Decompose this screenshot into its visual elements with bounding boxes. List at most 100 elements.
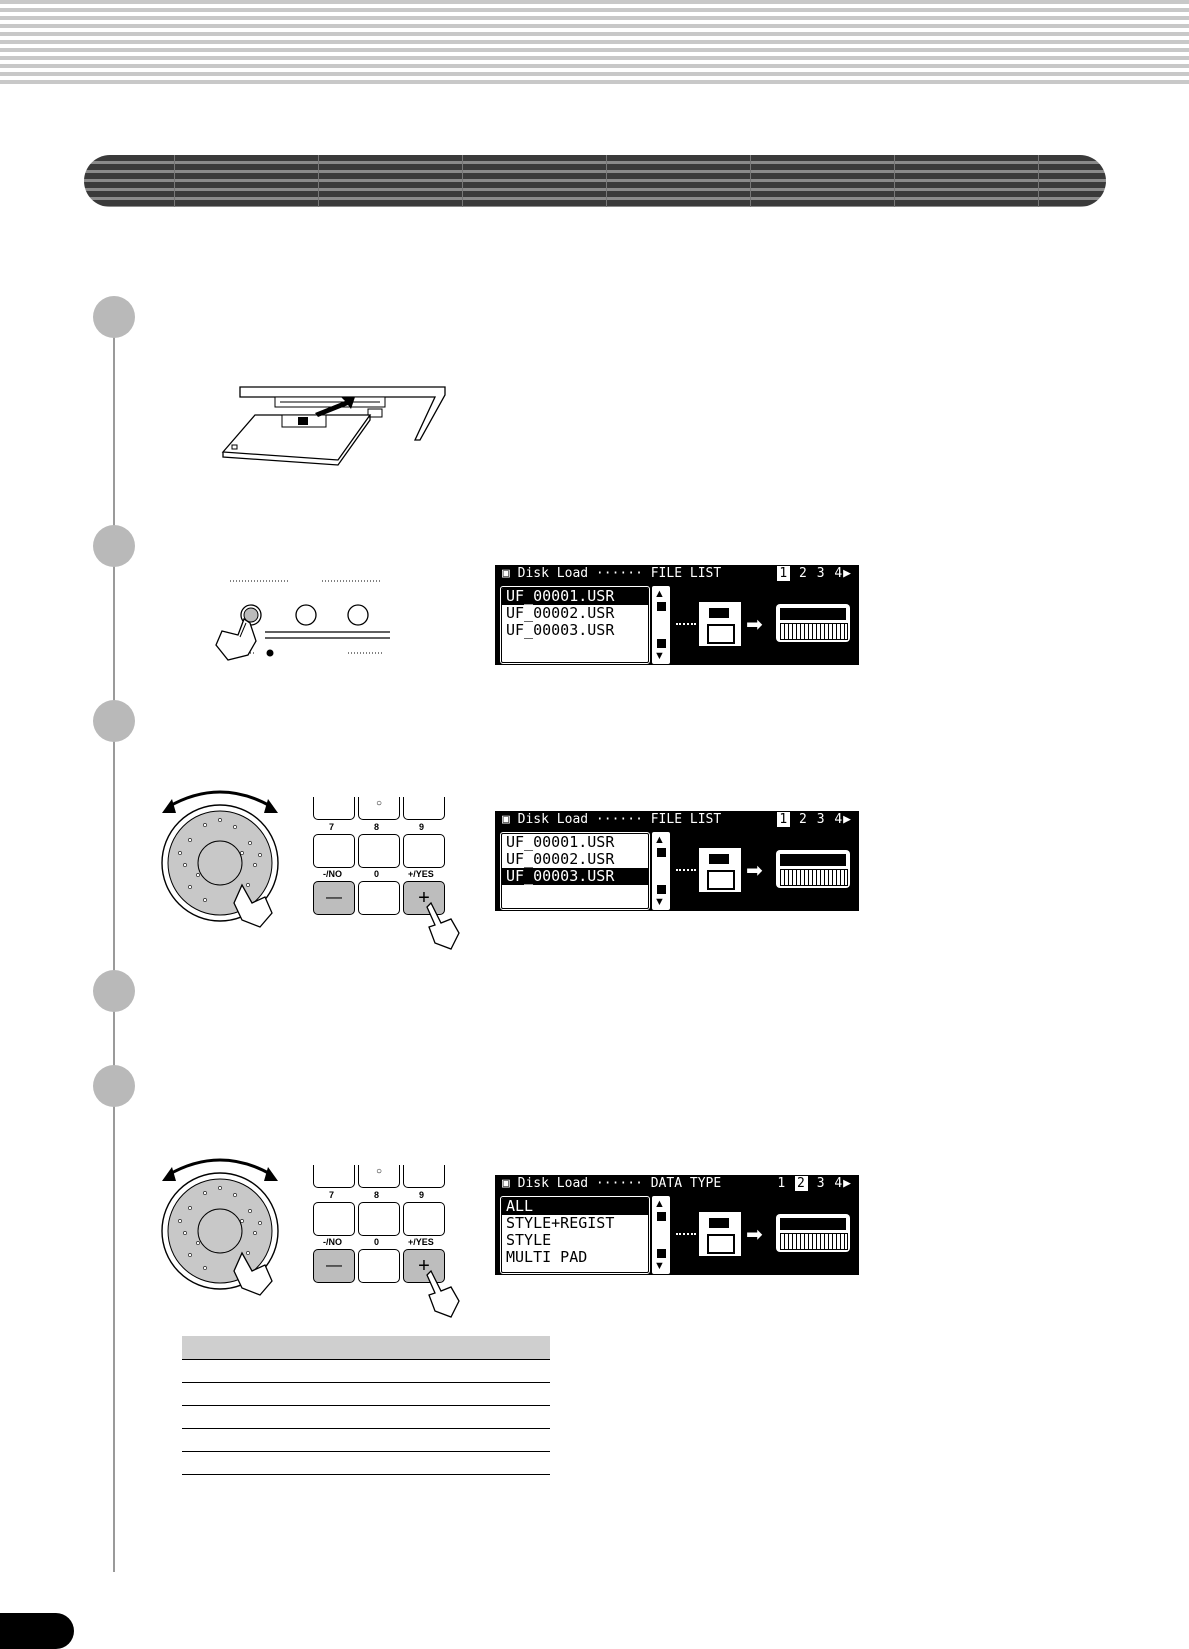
lcd-list-item: UF_00001.USR [502, 588, 648, 605]
key-0-label: 0 [374, 1237, 380, 1247]
key-8-button[interactable] [358, 1202, 400, 1236]
lcd-scrollbar: ▲ ▼ [651, 1195, 671, 1275]
key-0-label: 0 [374, 869, 380, 879]
next-page-icon: ▶ [843, 812, 852, 827]
lcd-list-item: UF_00002.USR [506, 604, 615, 622]
numeric-keypad: ○ 7 8 9 -/NO 0 +/YES — + [313, 1165, 460, 1318]
disk-icon: ▣ [502, 812, 510, 827]
plus-icon: + [418, 887, 430, 909]
lcd-page-1: 1 [777, 812, 791, 827]
lcd-scrollbar: ▲ ▼ [651, 585, 671, 665]
minus-no-button[interactable]: — [313, 881, 355, 915]
plus-yes-button[interactable]: + [403, 1249, 445, 1283]
floppy-disk-icon [699, 602, 741, 646]
step-5-marker [93, 1065, 135, 1107]
lcd-page-4: 4 [834, 812, 844, 827]
disk-icon: ▣ [502, 1176, 510, 1191]
page-number-badge [0, 1613, 74, 1649]
lcd-list-item: STYLE [506, 1231, 552, 1249]
plus-icon: + [418, 1255, 430, 1277]
lcd-title: Disk Load [517, 812, 589, 827]
keyboard-icon [776, 604, 850, 642]
key-7-label: 7 [329, 1190, 335, 1200]
lcd-list-item: STYLE+REGIST [506, 1214, 615, 1232]
lcd-title: Disk Load [517, 566, 589, 581]
key-9-label: 9 [419, 1190, 425, 1200]
floppy-disk-icon [699, 848, 741, 892]
key-8-button[interactable] [358, 834, 400, 868]
data-dial-illustration [161, 1158, 279, 1296]
scroll-up-icon: ▲ [654, 588, 665, 600]
section-title-bar [84, 155, 1106, 207]
key-9-button[interactable] [403, 1202, 445, 1236]
lcd-page-3: 3 [816, 566, 826, 581]
scroll-up-icon: ▲ [654, 834, 665, 846]
lcd-list-item: MULTI PAD [506, 1248, 588, 1266]
lcd-list-item: UF_00003.USR [502, 868, 648, 885]
scroll-down-icon: ▼ [654, 1260, 665, 1272]
key-0-button[interactable] [358, 1249, 400, 1283]
key-no-label: -/NO [323, 869, 342, 879]
transfer-arrow-icon: ➡ [746, 860, 763, 882]
lcd-list-item: UF_00003.USR [506, 621, 615, 639]
step-line [113, 320, 115, 1572]
keyboard-icon [776, 850, 850, 888]
lcd-list-item: UF_00001.USR [506, 833, 615, 851]
key-7-button[interactable] [313, 1202, 355, 1236]
numeric-keypad: ○ 7 8 9 -/NO 0 +/YES — + [313, 797, 460, 950]
key-7-label: 7 [329, 822, 335, 832]
disk-icon: ▣ [502, 566, 510, 581]
lcd-title: Disk Load [517, 1176, 589, 1191]
lcd-data-type-list: ALL STYLE+REGIST STYLE MULTI PAD [499, 1195, 651, 1275]
key-yes-label: +/YES [408, 869, 434, 879]
table-row [182, 1405, 550, 1429]
step-3-marker [93, 700, 135, 742]
data-dial-illustration [161, 790, 279, 928]
lcd-list-item: ALL [502, 1198, 648, 1215]
lcd-page-2: 2 [795, 1176, 808, 1191]
lcd-file-list: UF_00001.USR UF_00002.USR UF_00003.USR [499, 585, 651, 665]
lcd-display-file-list-1: ▣ Disk Load ······ FILE LIST 1 2 3 4▶ UF… [495, 565, 859, 665]
table-header [182, 1336, 550, 1360]
key-yes-label: +/YES [408, 1237, 434, 1247]
lcd-page-3: 3 [816, 1176, 826, 1191]
scroll-down-icon: ▼ [654, 650, 665, 662]
keyboard-icon [776, 1214, 850, 1252]
transfer-arrow-icon: ➡ [746, 1224, 763, 1246]
step-1-marker [93, 296, 135, 338]
table-row [182, 1382, 550, 1406]
button-panel-illustration [215, 580, 390, 661]
lcd-section: FILE LIST [650, 566, 722, 581]
lcd-page-2: 2 [799, 566, 808, 581]
pressing-hand-icon [426, 1269, 460, 1318]
lcd-page-1: 1 [777, 566, 791, 581]
transfer-arrow-icon: ➡ [746, 614, 763, 636]
floppy-insert-illustration [221, 386, 446, 466]
key-8-label: 8 [374, 822, 380, 832]
key-0-button[interactable] [358, 881, 400, 915]
lcd-list-item: UF_00002.USR [506, 850, 615, 868]
lcd-page-3: 3 [816, 812, 826, 827]
data-type-table [182, 1336, 550, 1475]
lcd-file-list: UF_00001.USR UF_00002.USR UF_00003.USR [499, 831, 651, 911]
key-8-label: 8 [374, 1190, 380, 1200]
key-9-button[interactable] [403, 834, 445, 868]
scroll-up-icon: ▲ [654, 1198, 665, 1210]
table-row [182, 1359, 550, 1383]
step-2-marker [93, 525, 135, 567]
lcd-section: FILE LIST [650, 812, 722, 827]
minus-icon: — [326, 889, 342, 906]
lcd-page-4: 4 [834, 1176, 844, 1191]
step-4-marker [93, 970, 135, 1012]
pressing-hand-icon [426, 901, 460, 950]
next-page-icon: ▶ [843, 1176, 852, 1191]
minus-no-button[interactable]: — [313, 1249, 355, 1283]
lcd-page-1: 1 [777, 1176, 787, 1191]
minus-icon: — [326, 1257, 342, 1274]
scroll-down-icon: ▼ [654, 896, 665, 908]
table-row [182, 1451, 550, 1475]
key-7-button[interactable] [313, 834, 355, 868]
lcd-display-data-type: ▣ Disk Load ······ DATA TYPE 1 2 3 4▶ AL… [495, 1175, 859, 1275]
plus-yes-button[interactable]: + [403, 881, 445, 915]
key-9-label: 9 [419, 822, 425, 832]
